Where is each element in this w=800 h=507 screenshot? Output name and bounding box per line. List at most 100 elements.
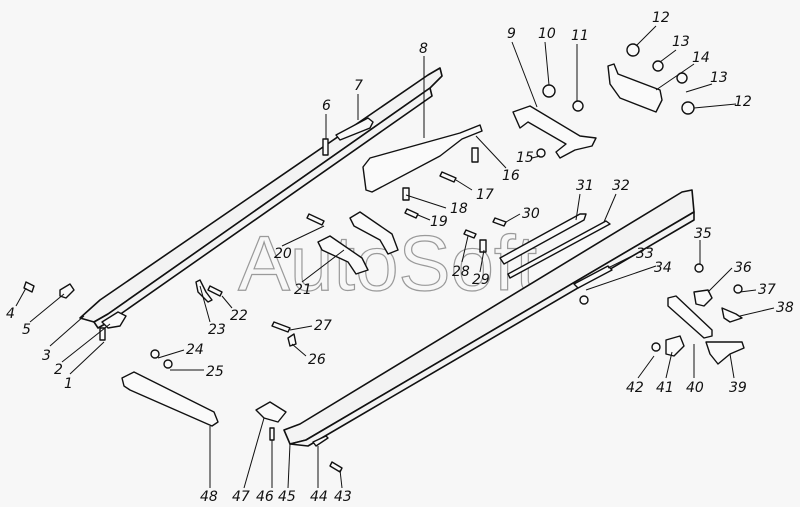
callout-47: 47	[232, 489, 250, 505]
callout-41: 41	[656, 380, 674, 396]
part-46	[269, 427, 275, 441]
leader-45	[287, 443, 291, 489]
leader-12-b	[693, 103, 737, 109]
callout-42: 42	[626, 380, 644, 396]
leader-30	[505, 213, 521, 223]
leader-38	[739, 307, 775, 317]
parts	[23, 43, 745, 473]
callout-23: 23	[208, 322, 226, 338]
leader-24	[157, 349, 185, 359]
part-14	[607, 63, 663, 113]
leader-17	[455, 179, 473, 191]
part-27	[271, 321, 291, 333]
part-48	[121, 371, 219, 427]
part-23	[195, 279, 213, 303]
part-39	[705, 341, 745, 365]
callout-14: 14	[692, 50, 710, 66]
leader-15	[531, 155, 541, 159]
callout-40: 40	[686, 380, 704, 396]
callout-32: 32	[612, 178, 630, 194]
callout-8: 8	[419, 41, 428, 57]
leader-13	[659, 49, 677, 63]
leader-47	[243, 417, 265, 489]
part-8	[362, 124, 483, 193]
part-29	[479, 239, 487, 253]
part-20	[306, 213, 325, 226]
callout-20: 20	[274, 246, 292, 262]
part-44	[312, 435, 329, 447]
callout-36: 36	[734, 260, 752, 276]
callout-22: 22	[230, 308, 248, 324]
leader-36	[707, 267, 733, 293]
part-11	[572, 100, 584, 112]
callout-3: 3	[42, 348, 51, 364]
leader-19	[417, 214, 431, 221]
leader-22	[221, 295, 233, 309]
part-47	[255, 401, 287, 423]
leader-23	[199, 285, 211, 323]
part-32	[507, 220, 611, 279]
callout-11: 11	[571, 28, 589, 44]
part-12-right	[681, 101, 695, 115]
leader-32	[603, 193, 617, 223]
part-12-top	[626, 43, 640, 57]
callout-7: 7	[354, 78, 363, 94]
part-30	[492, 217, 507, 227]
part-26	[287, 333, 297, 347]
callout-38: 38	[776, 300, 794, 316]
part-35	[694, 263, 704, 273]
callout-43: 43	[334, 489, 352, 505]
callout-44: 44	[310, 489, 328, 505]
leader-28	[461, 235, 469, 263]
callout-35: 35	[694, 226, 712, 242]
leader-18	[405, 194, 447, 209]
part-16	[471, 147, 479, 163]
callout-30: 30	[522, 206, 540, 222]
part-42	[651, 342, 661, 352]
leader-3	[49, 315, 85, 347]
leader-13-b	[685, 83, 713, 93]
part-40	[667, 295, 713, 339]
callout-19: 19	[430, 214, 448, 230]
part-37	[733, 284, 743, 294]
leader-41	[665, 351, 673, 379]
callout-12: 12	[652, 10, 670, 26]
callout-5: 5	[22, 322, 31, 338]
leader-39	[729, 353, 735, 379]
part-18	[402, 187, 410, 201]
part-33	[573, 265, 613, 289]
leader-43	[339, 469, 343, 489]
part-34	[579, 295, 589, 305]
callout-10: 10	[538, 26, 556, 42]
callout-1: 1	[64, 376, 73, 392]
part-15	[536, 148, 546, 158]
callout-46: 46	[256, 489, 274, 505]
right-side-member	[283, 189, 695, 447]
leader-12	[635, 25, 657, 47]
leader-31	[575, 193, 581, 221]
callout-28: 28	[452, 264, 470, 280]
callout-12-b: 12	[734, 94, 752, 110]
leader-37	[739, 289, 757, 293]
callout-9: 9	[507, 26, 516, 42]
callout-26: 26	[308, 352, 326, 368]
part-28	[463, 229, 477, 239]
part-13-top	[652, 60, 664, 72]
part-31	[499, 213, 587, 265]
leader-lines	[15, 25, 775, 489]
part-38	[721, 307, 743, 323]
callout-33: 33	[636, 246, 654, 262]
callout-17: 17	[476, 187, 494, 203]
callout-18: 18	[450, 201, 468, 217]
callout-31: 31	[576, 178, 594, 194]
callout-13-b: 13	[710, 70, 728, 86]
part-9	[512, 105, 597, 159]
callout-4: 4	[6, 306, 15, 322]
part-36	[693, 289, 713, 307]
callout-24: 24	[186, 342, 204, 358]
part-25	[163, 359, 173, 369]
callout-45: 45	[278, 489, 296, 505]
callout-16: 16	[502, 168, 520, 184]
part-21b	[317, 235, 369, 275]
